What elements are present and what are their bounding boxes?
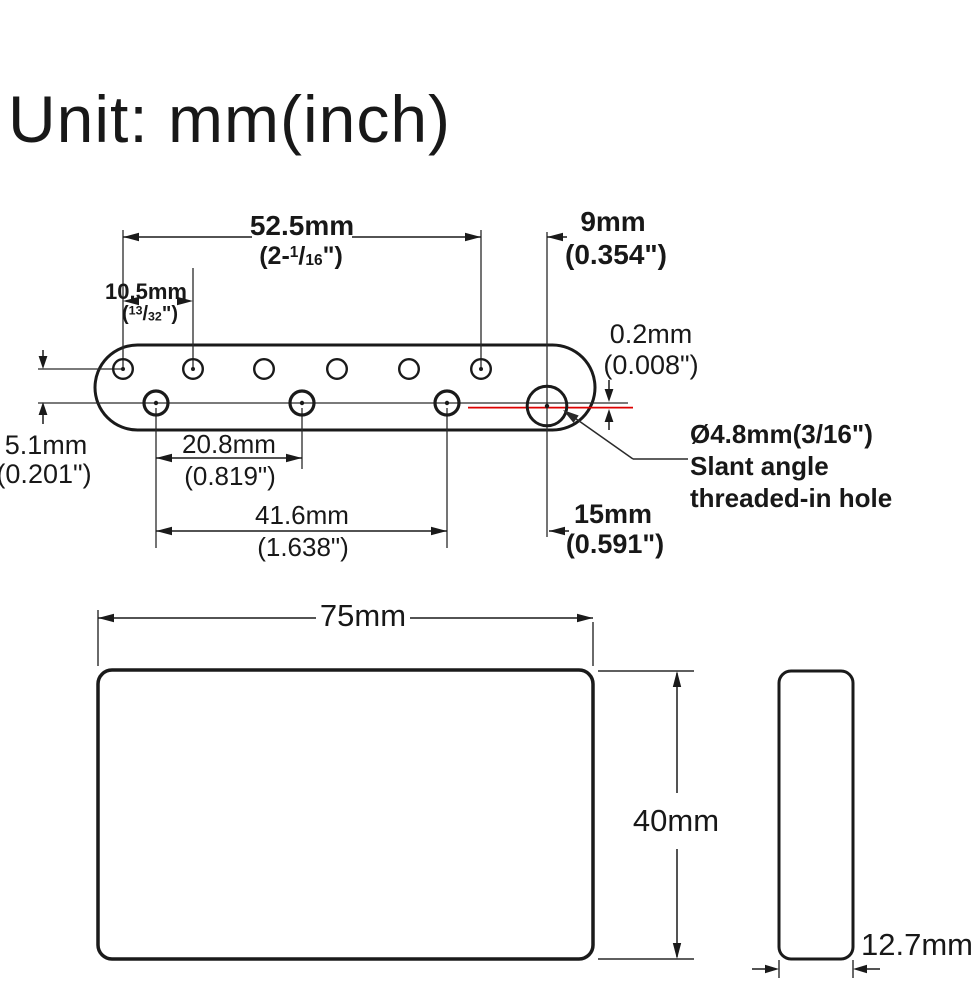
dim-9 — [547, 232, 567, 242]
dim-52-5 — [123, 232, 481, 242]
front-view-extension-lines — [97, 610, 694, 960]
dim-label-pole-to-screw-inch: (0.591") — [565, 529, 665, 559]
fraction-numerator: 13 — [128, 303, 143, 318]
dim-label-row-offset-inch: (0.201") — [0, 459, 92, 489]
fraction-denominator: 16 — [305, 251, 323, 269]
screw-holes-row — [111, 358, 493, 381]
dim-label-front-height: 40mm — [632, 803, 720, 838]
dim-41-6 — [156, 526, 447, 536]
fraction-post: ") — [161, 303, 178, 325]
fraction-pre: ( — [122, 303, 129, 325]
threaded-mounting-hole — [525, 384, 569, 428]
fraction-numerator: 1 — [289, 244, 299, 262]
dim-label-pole-span-mm: 41.6mm — [255, 500, 349, 530]
dim-75 — [98, 613, 593, 623]
dim-label-centerline-offset-inch: (0.008") — [603, 350, 699, 380]
extension-lines-top-view — [122, 230, 548, 548]
dim-label-screw-span-mm: 52.5mm — [249, 210, 355, 241]
dim-12-7 — [752, 964, 880, 974]
dim-label-centerline-offset-mm: 0.2mm — [609, 319, 693, 349]
dim-label-side-depth: 12.7mm — [861, 927, 972, 962]
callout-line-diameter: Ø4.8mm(3/16") — [690, 419, 873, 449]
dim-label-pole-to-screw-mm: 15mm — [573, 499, 653, 529]
pole-holes-row — [142, 389, 461, 417]
dim-5-1 — [38, 350, 48, 424]
dim-0-2 — [604, 380, 614, 430]
page-title: Unit: mm(inch) — [8, 82, 452, 156]
fraction-slash: / — [298, 242, 306, 270]
front-view-outline — [96, 668, 595, 961]
top-view-baseplate-outline — [93, 343, 597, 432]
dim-label-row-offset-mm: 5.1mm — [4, 430, 88, 460]
callout-leader-line — [563, 410, 688, 460]
dim-label-pole-pitch-mm: 20.8mm — [182, 429, 276, 459]
fraction-pre: (2- — [259, 242, 290, 270]
callout-line-slant: Slant angle — [690, 451, 829, 481]
dim-20-8 — [156, 453, 302, 463]
dim-label-end-screw-inch: (0.354") — [565, 239, 667, 270]
dim-15 — [549, 526, 569, 536]
dim-label-end-screw-mm: 9mm — [580, 206, 646, 237]
side-view-outline — [777, 669, 855, 961]
dim-label-screw-pitch-mm: 10.5mm — [105, 279, 187, 304]
centerlines — [38, 368, 628, 404]
dim-label-pole-pitch-inch: (0.819") — [184, 461, 276, 491]
fraction-denominator: 32 — [148, 309, 162, 324]
fraction-slash: / — [142, 303, 149, 325]
dim-label-pole-span-inch: (1.638") — [257, 532, 349, 562]
dim-label-screw-pitch-inch: (13/32") — [122, 303, 178, 326]
callout-line-threaded: threaded-in hole — [690, 483, 893, 513]
side-view-extension-lines — [778, 960, 854, 978]
dim-label-screw-span-inch: (2-1/16") — [259, 243, 343, 270]
dim-40 — [672, 671, 682, 959]
dim-10-5 — [123, 296, 193, 306]
threaded-hole-callout: Ø4.8mm(3/16") Slant angle threaded-in ho… — [690, 418, 892, 514]
fraction-post: ") — [322, 242, 343, 270]
dim-label-front-width: 75mm — [319, 598, 407, 633]
